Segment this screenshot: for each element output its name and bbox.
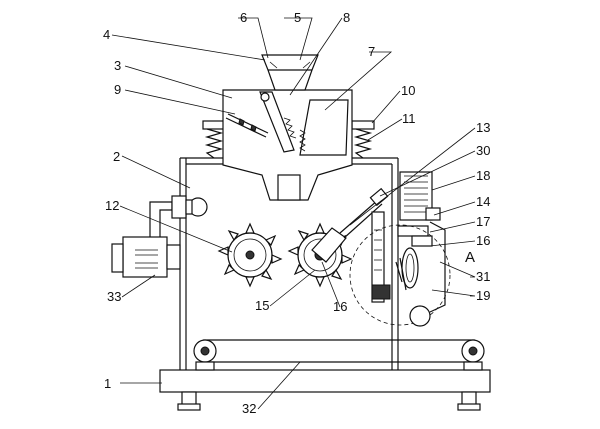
callout-10: 10 [401, 83, 415, 98]
drive-shaft-assembly [371, 211, 433, 303]
side-inlet-pipe [149, 195, 208, 249]
callout-A: A [465, 249, 475, 266]
callout-33: 33 [107, 289, 121, 304]
callout-7: 7 [368, 44, 375, 59]
callout-5: 5 [294, 10, 301, 25]
callout-6: 6 [240, 10, 247, 25]
leader-lines [111, 17, 476, 410]
callout-28: 19 [476, 288, 490, 303]
callout-labels: 1 2 3 4 5 6 7 8 9 10 11 12 13 30 18 14 1… [103, 10, 490, 416]
belt-drive-detail [395, 221, 446, 327]
callout-30: 30 [476, 143, 490, 158]
left-motor [111, 236, 181, 278]
right-spring-support [351, 120, 375, 159]
callout-16: 16 [333, 299, 347, 314]
callout-11: 11 [402, 111, 416, 126]
base-plate [159, 369, 491, 411]
adjusting-screw-rod [225, 113, 269, 138]
callout-31: 31 [476, 269, 490, 284]
callout-19: 18 [476, 168, 490, 183]
callout-14: 14 [476, 194, 490, 209]
callout-9: 9 [114, 82, 121, 97]
swing-jaw [259, 91, 297, 153]
callout-15: 15 [255, 298, 269, 313]
callout-4: 4 [103, 27, 110, 42]
feed-hopper [261, 54, 319, 91]
callout-8: 8 [343, 10, 350, 25]
callout-12: 12 [105, 198, 119, 213]
upper-drive-box [399, 171, 441, 221]
conveyor-belt [193, 339, 485, 371]
detail-circle-a [349, 224, 451, 326]
fixed-crushing-plate [299, 99, 349, 156]
left-crushing-roller [217, 222, 283, 288]
crank-linkage [311, 187, 389, 263]
callout-32: 32 [242, 401, 256, 416]
callout-3: 3 [114, 58, 121, 73]
left-spring-support [202, 120, 226, 159]
callout-1: 1 [104, 376, 111, 391]
callout-2: 2 [113, 149, 120, 164]
callout-17: 16 [476, 233, 490, 248]
callout-18: 17 [476, 214, 490, 229]
callout-13: 13 [476, 120, 490, 135]
